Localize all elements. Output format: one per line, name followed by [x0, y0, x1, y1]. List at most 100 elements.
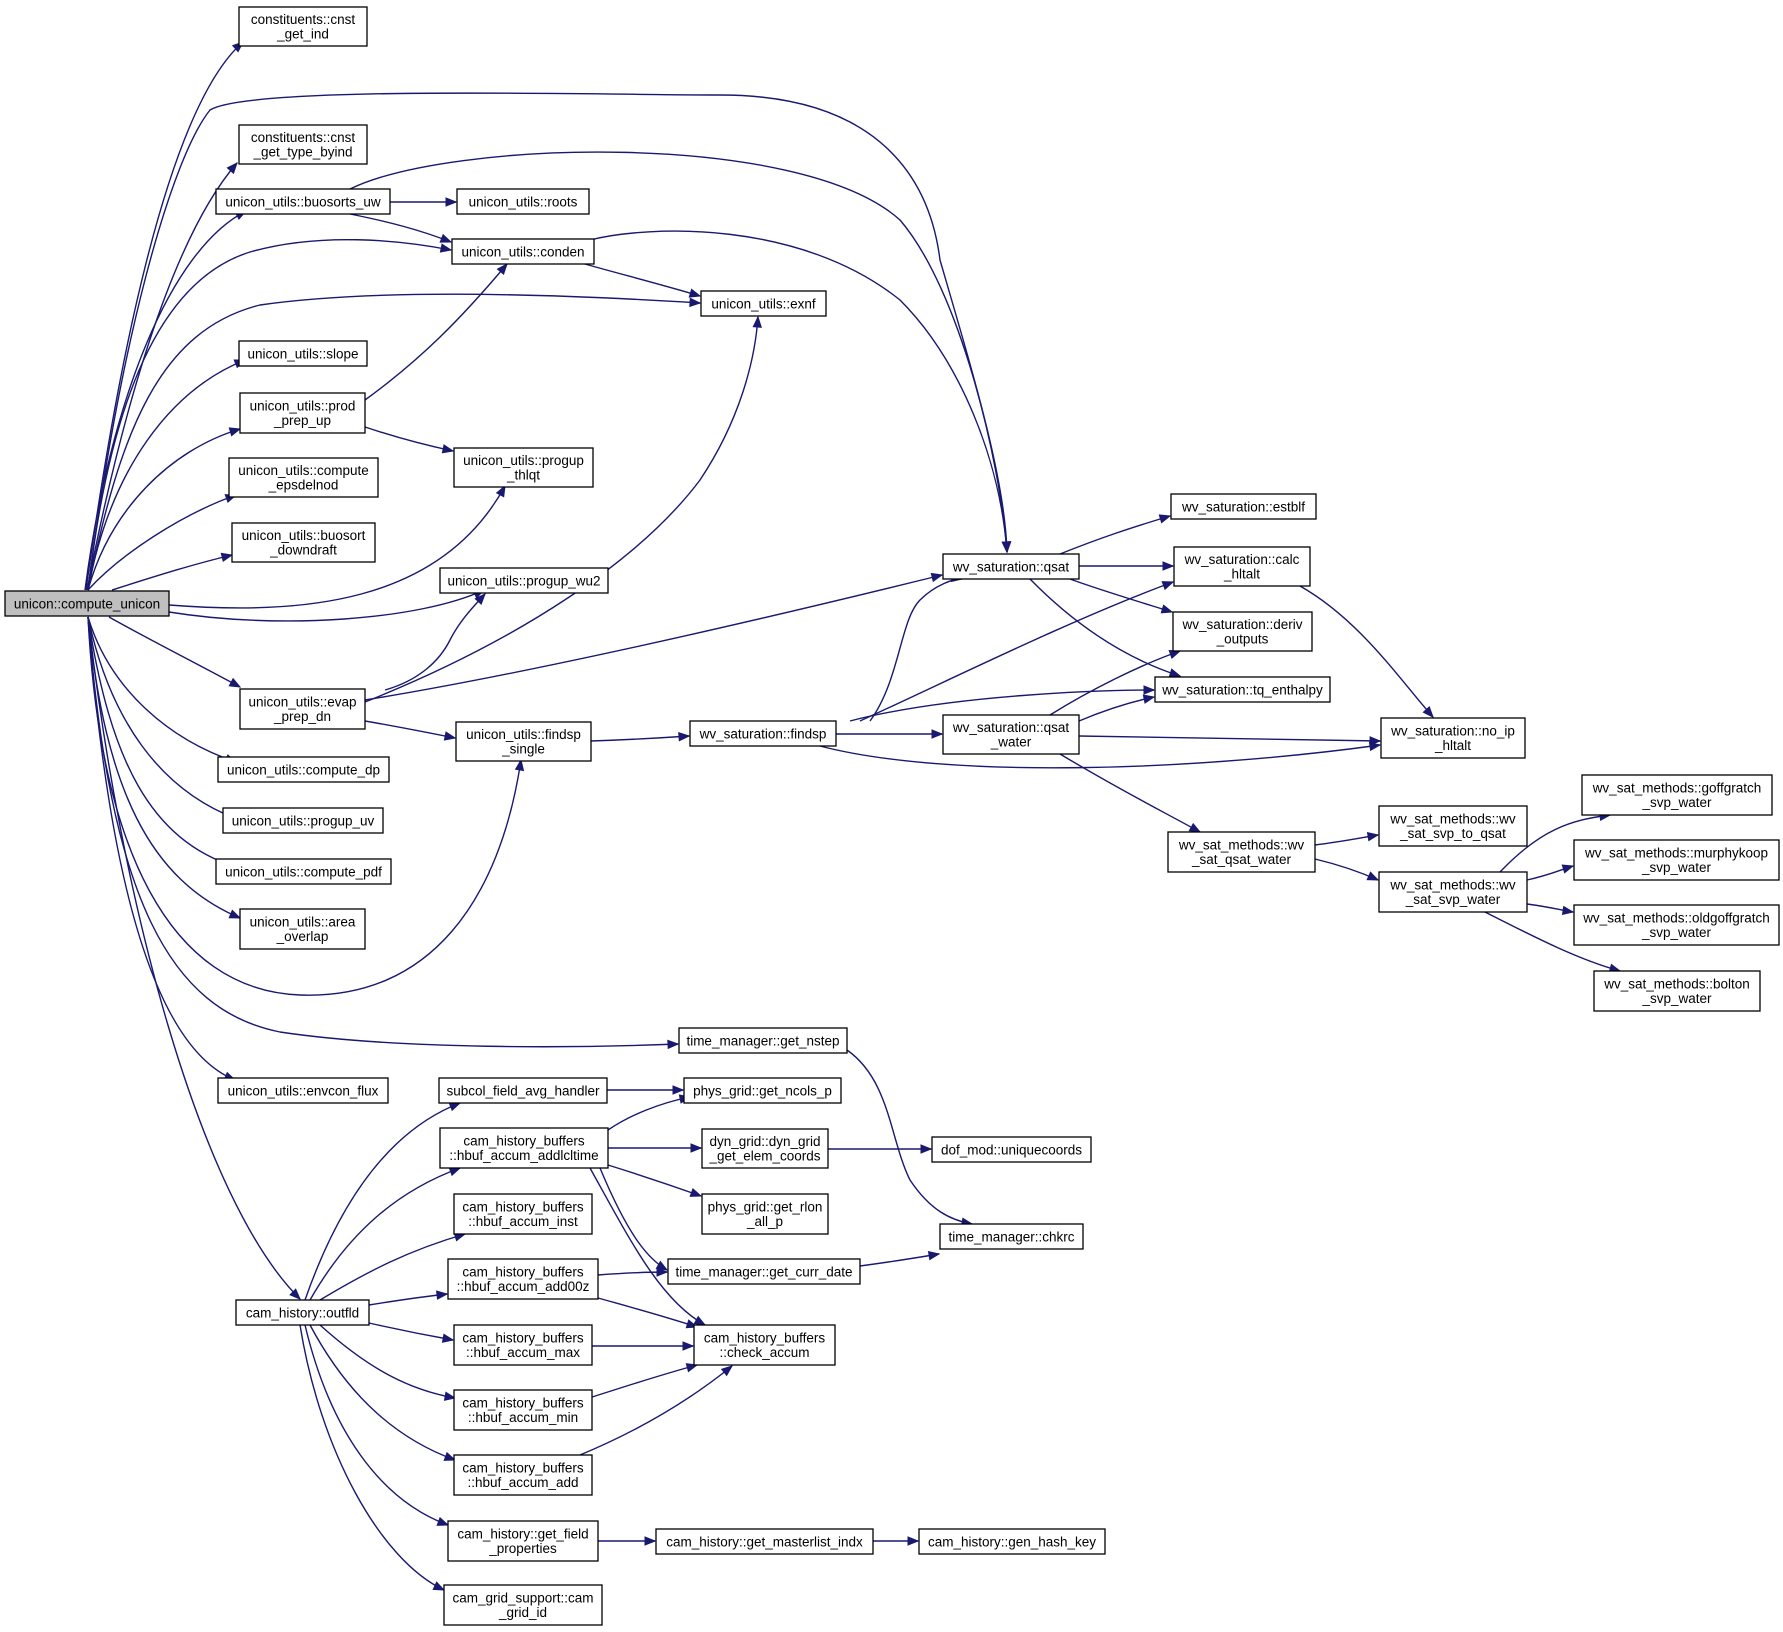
node-compute-pdf[interactable]: unicon_utils::compute_pdf — [215, 858, 392, 885]
node-get-curr-date[interactable]: time_manager::get_curr_date — [667, 1258, 861, 1285]
node-compute-dp[interactable]: unicon_utils::compute_dp — [217, 756, 390, 783]
node-evap-prep[interactable]: unicon_utils::evap_prep_dn — [239, 688, 366, 730]
node-estblf[interactable]: wv_saturation::estblf — [1170, 493, 1317, 520]
node-label: wv_sat_methods::wv — [1178, 838, 1305, 853]
node-root[interactable]: unicon::compute_unicon — [4, 590, 170, 617]
edge-findsp-to-calc_hltalt — [859, 581, 1175, 722]
node-box — [1573, 904, 1780, 946]
node-findsp[interactable]: wv_saturation::findsp — [689, 720, 837, 747]
arrowhead — [1366, 832, 1380, 842]
node-deriv-outputs[interactable]: wv_saturation::deriv_outputs — [1172, 611, 1313, 652]
node-roots[interactable]: unicon_utils::roots — [456, 188, 590, 215]
node-area-overlap[interactable]: unicon_utils::area_overlap — [239, 908, 366, 950]
node-dyn-grid[interactable]: dyn_grid::dyn_grid_get_elem_coords — [701, 1128, 829, 1169]
node-subcol[interactable]: subcol_field_avg_handler — [438, 1077, 608, 1104]
node-box — [438, 1077, 608, 1104]
edge-root-to-get_nstep — [87, 616, 680, 1050]
node-compute-eps[interactable]: unicon_utils::compute_epsdelnod — [228, 457, 379, 498]
arrowhead — [907, 1536, 920, 1546]
node-no-ip-hltalt[interactable]: wv_saturation::no_ip_hltalt — [1380, 717, 1526, 759]
node-box — [231, 522, 376, 563]
node-cnst-type[interactable]: constituents::cnst_get_type_byind — [238, 124, 368, 165]
arrowhead — [682, 1341, 695, 1351]
edge-hbuf_addlcltime-to-get_curr_date — [599, 1167, 669, 1271]
node-cnst-ind[interactable]: constituents::cnst_get_ind — [238, 6, 368, 47]
node-goffgratch[interactable]: wv_sat_methods::goffgratch_svp_water — [1581, 774, 1773, 816]
node-wv-sat-svp-water[interactable]: wv_sat_methods::wv_sat_svp_water — [1378, 871, 1528, 913]
node-chkrc[interactable]: time_manager::chkrc — [939, 1223, 1084, 1250]
node-get-masterlist[interactable]: cam_history::get_masterlist_indx — [655, 1528, 874, 1555]
edge-calc_hltalt-to-no_ip_hltalt — [1299, 585, 1434, 719]
node-box — [239, 392, 366, 434]
node-progup-thlqt[interactable]: unicon_utils::progup_thlqt — [453, 447, 594, 488]
arrowhead — [226, 161, 238, 175]
node-hbuf-add[interactable]: cam_history_buffers::hbuf_accum_add — [453, 1454, 593, 1496]
node-oldgoffgratch[interactable]: wv_sat_methods::oldgoffgratch_svp_water — [1573, 904, 1780, 946]
node-tq-enthalpy[interactable]: wv_saturation::tq_enthalpy — [1154, 676, 1331, 703]
node-progup-wu2[interactable]: unicon_utils::progup_wu2 — [439, 567, 609, 594]
node-label: subcol_field_avg_handler — [446, 1083, 600, 1098]
node-get-ncols[interactable]: phys_grid::get_ncols_p — [683, 1077, 842, 1104]
arrowhead — [1143, 685, 1156, 695]
node-get-field-props[interactable]: cam_history::get_field_properties — [447, 1520, 599, 1562]
node-hbuf-add00z[interactable]: cam_history_buffers::hbuf_accum_add00z — [447, 1258, 599, 1300]
node-wv-sat-svp-to-qsat[interactable]: wv_sat_methods::wv_sat_svp_to_qsat — [1378, 805, 1528, 847]
node-label: ::hbuf_accum_add — [467, 1475, 578, 1490]
node-get-rlon[interactable]: phys_grid::get_rlon_all_p — [701, 1193, 829, 1235]
edge-evap_prep-to-findsp_single — [364, 720, 457, 741]
node-hbuf-max[interactable]: cam_history_buffers::hbuf_accum_max — [453, 1324, 593, 1366]
node-prod-prep[interactable]: unicon_utils::prod_prep_up — [239, 392, 366, 434]
edge-hbuf_max-to-check_accum — [592, 1341, 695, 1351]
edge-hbuf_add00z-to-check_accum — [597, 1297, 699, 1329]
node-envcon[interactable]: unicon_utils::envcon_flux — [217, 1077, 389, 1104]
node-cam-grid-id[interactable]: cam_grid_support::cam_grid_id — [443, 1584, 603, 1626]
arrowhead — [1561, 864, 1575, 874]
node-box — [4, 590, 170, 617]
edge-evap_prep-to-qsat — [364, 572, 944, 701]
node-dof-mod[interactable]: dof_mod::uniquecoords — [931, 1136, 1092, 1163]
node-label: _all_p — [746, 1214, 783, 1229]
node-box — [1593, 970, 1761, 1012]
arrowhead — [228, 677, 242, 688]
node-calc-hltalt[interactable]: wv_saturation::calc_hltalt — [1173, 546, 1311, 587]
node-label: _overlap — [276, 929, 329, 944]
edge-hbuf_addlcltime-to-get_rlon — [607, 1164, 703, 1197]
edge-root-to-conden — [87, 238, 453, 591]
node-box — [217, 756, 390, 783]
node-label: _sat_svp_water — [1405, 892, 1501, 907]
node-hbuf-min[interactable]: cam_history_buffers::hbuf_accum_min — [453, 1389, 593, 1431]
node-qsat[interactable]: wv_saturation::qsat — [942, 553, 1080, 580]
arrowhead — [1168, 668, 1182, 678]
arrowhead — [474, 593, 486, 605]
node-outfld[interactable]: cam_history::outfld — [235, 1299, 370, 1326]
node-hbuf-inst[interactable]: cam_history_buffers::hbuf_accum_inst — [453, 1193, 593, 1235]
edge-root-to-buosorts — [84, 210, 248, 591]
node-label: constituents::cnst — [251, 130, 356, 145]
node-label: wv_saturation::no_ip — [1390, 724, 1515, 739]
node-label: cam_grid_support::cam — [452, 1591, 593, 1606]
node-label: cam_history_buffers — [462, 1265, 584, 1280]
node-murphykoop[interactable]: wv_sat_methods::murphykoop_svp_water — [1573, 839, 1780, 881]
node-wv-sat-qsat-water[interactable]: wv_sat_methods::wv_sat_qsat_water — [1167, 831, 1316, 873]
node-exnf[interactable]: unicon_utils::exnf — [700, 290, 827, 317]
edge-root-to-prod_prep — [87, 427, 242, 591]
node-conden[interactable]: unicon_utils::conden — [451, 238, 595, 265]
edge-outfld-to-hbuf_add00z — [368, 1290, 449, 1306]
node-bolton[interactable]: wv_sat_methods::bolton_svp_water — [1593, 970, 1761, 1012]
node-buosorts[interactable]: unicon_utils::buosorts_uw — [215, 188, 391, 215]
node-findsp-single[interactable]: unicon_utils::findsp_single — [455, 721, 592, 762]
node-gen-hash-key[interactable]: cam_history::gen_hash_key — [918, 1528, 1106, 1555]
arrowhead — [678, 731, 691, 742]
node-label: unicon_utils::progup — [463, 453, 584, 468]
edge-prod_prep-to-progup_thlqt — [364, 426, 455, 454]
node-progup-uv[interactable]: unicon_utils::progup_uv — [222, 807, 384, 834]
node-get-nstep[interactable]: time_manager::get_nstep — [678, 1027, 848, 1054]
node-qsat-water[interactable]: wv_saturation::qsat_water — [942, 714, 1080, 755]
node-check-accum[interactable]: cam_history_buffers::check_accum — [693, 1324, 836, 1366]
node-label: unicon_utils::compute_pdf — [225, 864, 382, 879]
node-buosort-down[interactable]: unicon_utils::buosort_downdraft — [231, 522, 376, 563]
node-slope[interactable]: unicon_utils::slope — [238, 340, 368, 367]
arrowhead — [439, 243, 453, 253]
node-box — [238, 340, 368, 367]
node-hbuf-addlcltime[interactable]: cam_history_buffers::hbuf_accum_addlclti… — [439, 1127, 609, 1169]
